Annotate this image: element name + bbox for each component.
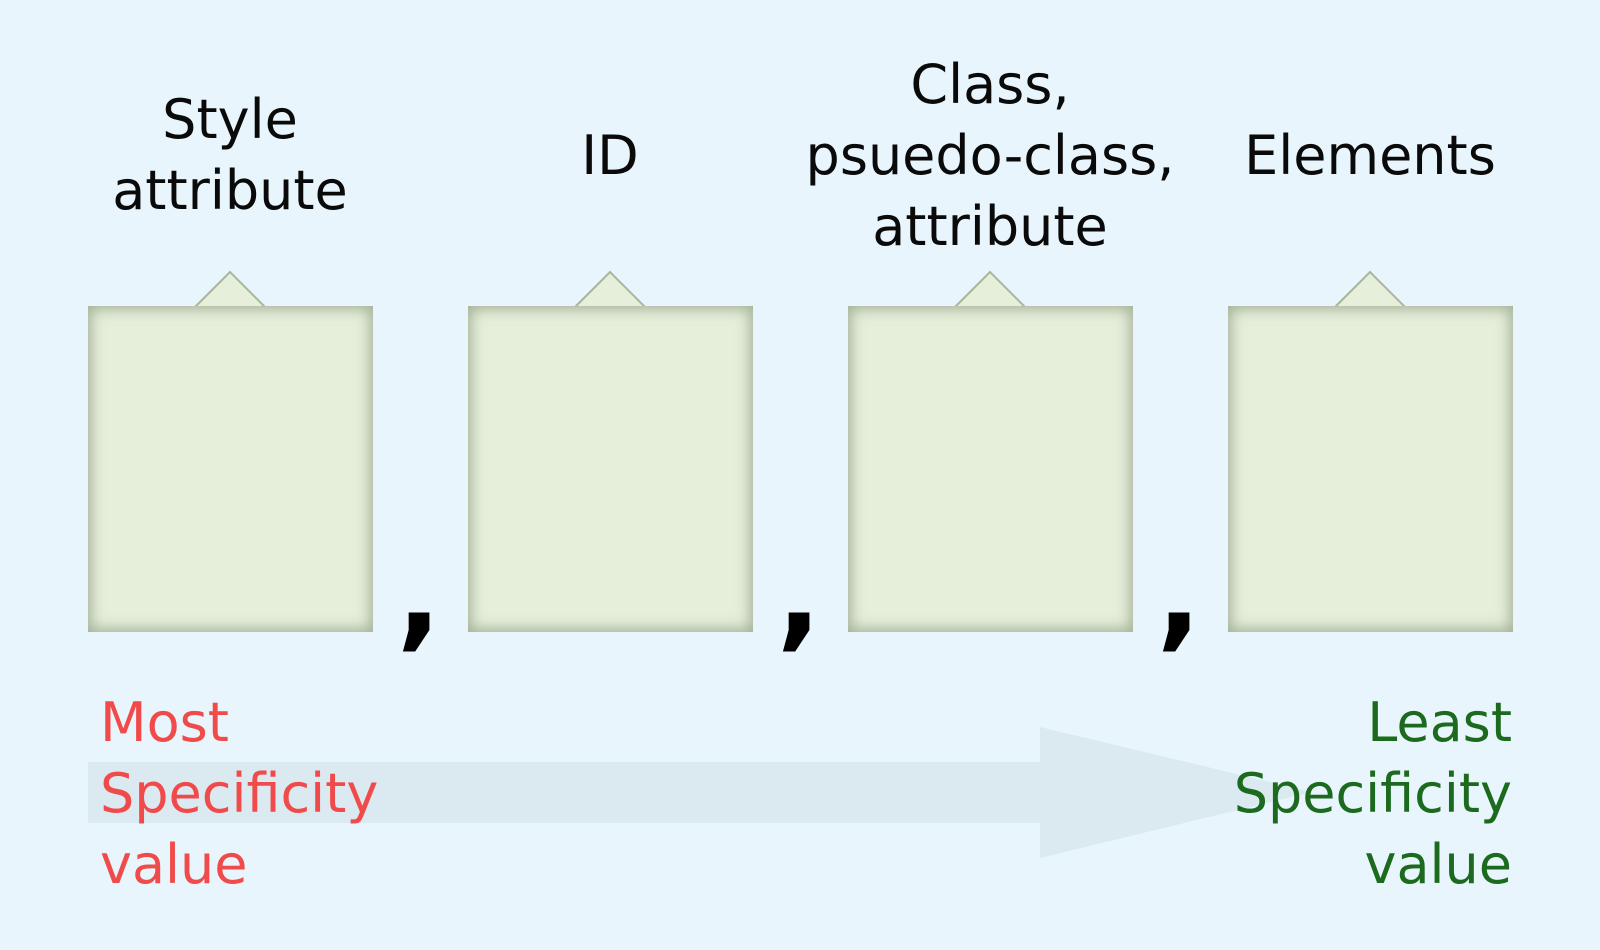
specificity-box-style-attribute xyxy=(88,306,373,632)
column-label-class: Class, psuedo-class, attribute xyxy=(805,52,1175,258)
column-label-id: ID xyxy=(581,123,639,187)
most-specificity-label: Most Specificity value xyxy=(100,691,379,896)
separator-comma: , xyxy=(1156,525,1202,663)
box-notch xyxy=(952,270,1028,308)
box-notch xyxy=(1332,270,1408,308)
specificity-box-elements xyxy=(1228,306,1513,632)
column-label-elements: Elements xyxy=(1244,123,1496,187)
box-notch xyxy=(192,270,268,308)
column-label-style-attribute: Style attribute xyxy=(112,88,348,222)
least-specificity-label: Least Specificity value xyxy=(1233,691,1512,896)
separator-comma: , xyxy=(396,525,442,663)
box-notch xyxy=(572,270,648,308)
separator-comma: , xyxy=(776,525,822,663)
specificity-box-class xyxy=(848,306,1133,632)
specificity-box-id xyxy=(468,306,753,632)
